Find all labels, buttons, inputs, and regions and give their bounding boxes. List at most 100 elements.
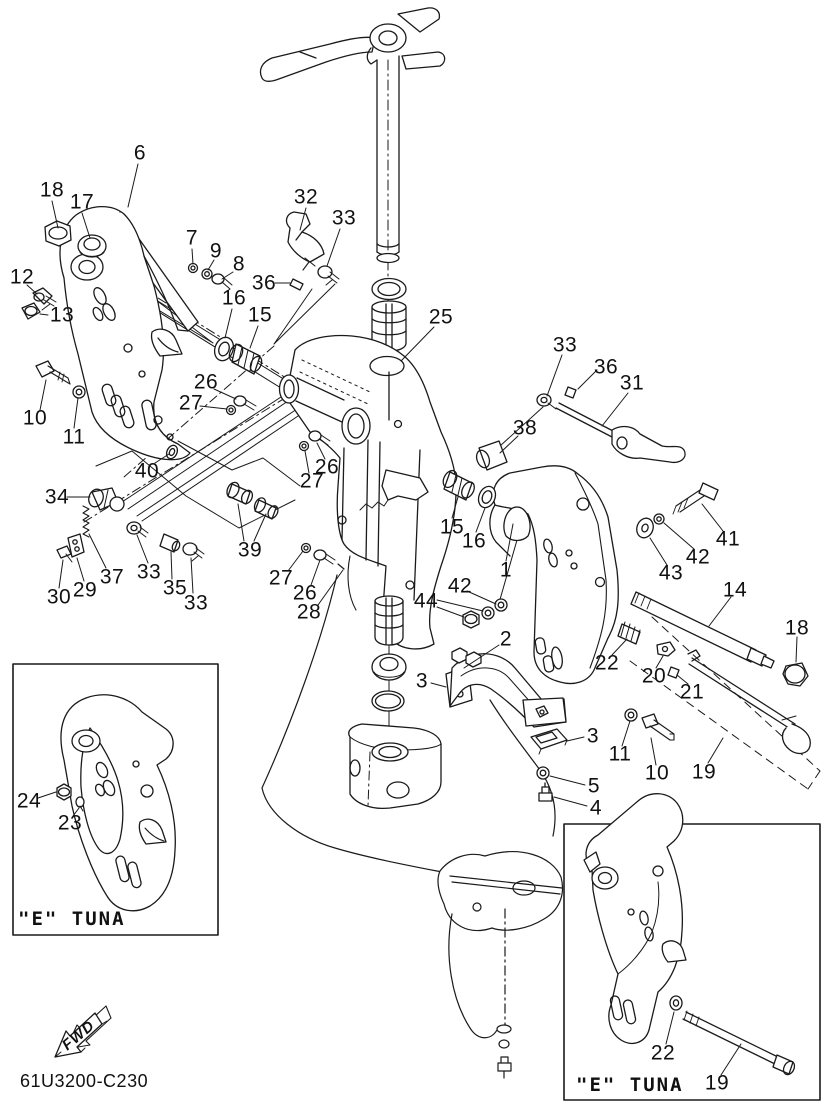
- bolt-33-top: [318, 266, 339, 285]
- spring-37: [83, 506, 89, 537]
- callout-33: 33: [552, 333, 578, 357]
- inset-box-1: [13, 212, 218, 935]
- pin-36-right: [565, 387, 576, 398]
- callout-8: 8: [232, 252, 246, 276]
- callout-26: 26: [314, 455, 340, 479]
- screw-8: [212, 274, 232, 292]
- callout-11: 11: [62, 425, 86, 449]
- steering-shaft: [377, 56, 399, 263]
- callout-16: 16: [221, 286, 247, 310]
- nuts-44-42: [463, 599, 507, 628]
- callout-40: 40: [134, 459, 160, 483]
- right-transom-bracket: [490, 466, 618, 684]
- callout-3: 3: [415, 669, 429, 693]
- fwd-arrow: [55, 1006, 111, 1057]
- washer-42-right: [654, 514, 664, 524]
- callout-5: 5: [587, 774, 601, 798]
- callout-26: 26: [292, 581, 318, 605]
- callout-23: 23: [57, 811, 83, 835]
- lever-32: [287, 212, 324, 270]
- callout-34: 34: [44, 485, 70, 509]
- washer-16-right: [475, 484, 498, 510]
- callout-43: 43: [658, 561, 684, 585]
- cap-nut-18-right: [783, 663, 808, 686]
- lower-unit-outline: [262, 575, 562, 1078]
- washer-9: [202, 269, 212, 279]
- callout-22: 22: [650, 1041, 676, 1065]
- fitting-20: [657, 642, 675, 656]
- clamp-block: [349, 724, 441, 808]
- spring-plug-22: [618, 622, 640, 644]
- callout-24: 24: [16, 789, 42, 813]
- link-31: [556, 403, 685, 462]
- callout-14: 14: [722, 578, 748, 602]
- callout-29: 29: [72, 578, 98, 602]
- inset-caption-1: "E" TUNA: [18, 908, 126, 930]
- bushings-39: [225, 480, 280, 519]
- washer-43: [634, 516, 656, 540]
- callout-3: 3: [586, 724, 600, 748]
- bushing-17: [78, 235, 106, 257]
- inset-box-2: [564, 794, 820, 1100]
- callout-33: 33: [183, 591, 209, 615]
- bearing: [372, 654, 406, 680]
- callout-12: 12: [9, 265, 35, 289]
- washer-27-mid: [300, 442, 309, 451]
- callout-18: 18: [784, 616, 810, 640]
- pin-36-left: [290, 279, 303, 290]
- callout-38: 38: [512, 416, 538, 440]
- bolt-33-right: [537, 394, 556, 409]
- callout-37: 37: [99, 565, 125, 589]
- callout-10: 10: [644, 761, 670, 785]
- callout-21: 21: [679, 680, 705, 704]
- cap-13: [22, 303, 40, 319]
- callout-33: 33: [136, 560, 162, 584]
- callout-27: 27: [178, 391, 204, 415]
- callout-42: 42: [685, 545, 711, 569]
- swivel-bracket: [280, 336, 457, 649]
- washer-16-left: [211, 335, 236, 364]
- spring-screw-26-mid: [309, 431, 330, 445]
- inset-caption-2: "E" TUNA: [576, 1074, 684, 1096]
- callout-32: 32: [293, 185, 319, 209]
- callout-25: 25: [428, 305, 454, 329]
- callout-2: 2: [499, 627, 513, 651]
- bushing-stack-upper: [372, 301, 406, 372]
- callout-27: 27: [299, 469, 325, 493]
- callout-31: 31: [619, 371, 645, 395]
- callout-26: 26: [193, 370, 219, 394]
- bolt-4: [539, 783, 552, 801]
- callout-7: 7: [185, 226, 199, 250]
- bolt-33-a: [127, 522, 148, 537]
- callout-15: 15: [439, 515, 465, 539]
- callout-13: 13: [49, 303, 75, 327]
- callout-41: 41: [715, 527, 741, 551]
- callout-33: 33: [331, 206, 357, 230]
- callout-4: 4: [589, 796, 603, 820]
- rod-19: [688, 650, 810, 753]
- diagram-code: 61U3200-C230: [20, 1071, 149, 1091]
- callout-19: 19: [704, 1071, 730, 1095]
- o-ring-upper: [372, 279, 406, 300]
- washer-27-lower: [302, 544, 311, 553]
- callout-18: 18: [39, 178, 65, 202]
- o-ring-lower: [372, 691, 404, 711]
- bolt-33-b: [183, 543, 204, 561]
- left-transom-bracket: [60, 207, 198, 460]
- washer-5: [537, 767, 549, 779]
- callout-20: 20: [641, 664, 667, 688]
- callout-17: 17: [69, 190, 95, 214]
- bolt-10-bottom: [642, 714, 674, 740]
- callout-36: 36: [251, 271, 277, 295]
- callout-42: 42: [447, 574, 473, 598]
- callout-16: 16: [461, 529, 487, 553]
- callout-28: 28: [296, 600, 322, 624]
- washer-7: [189, 264, 198, 273]
- callout-22: 22: [594, 651, 620, 675]
- plate-29: [68, 534, 84, 557]
- bushing-15-left: [227, 342, 264, 374]
- callout-9: 9: [209, 239, 223, 263]
- washer-40: [165, 444, 180, 461]
